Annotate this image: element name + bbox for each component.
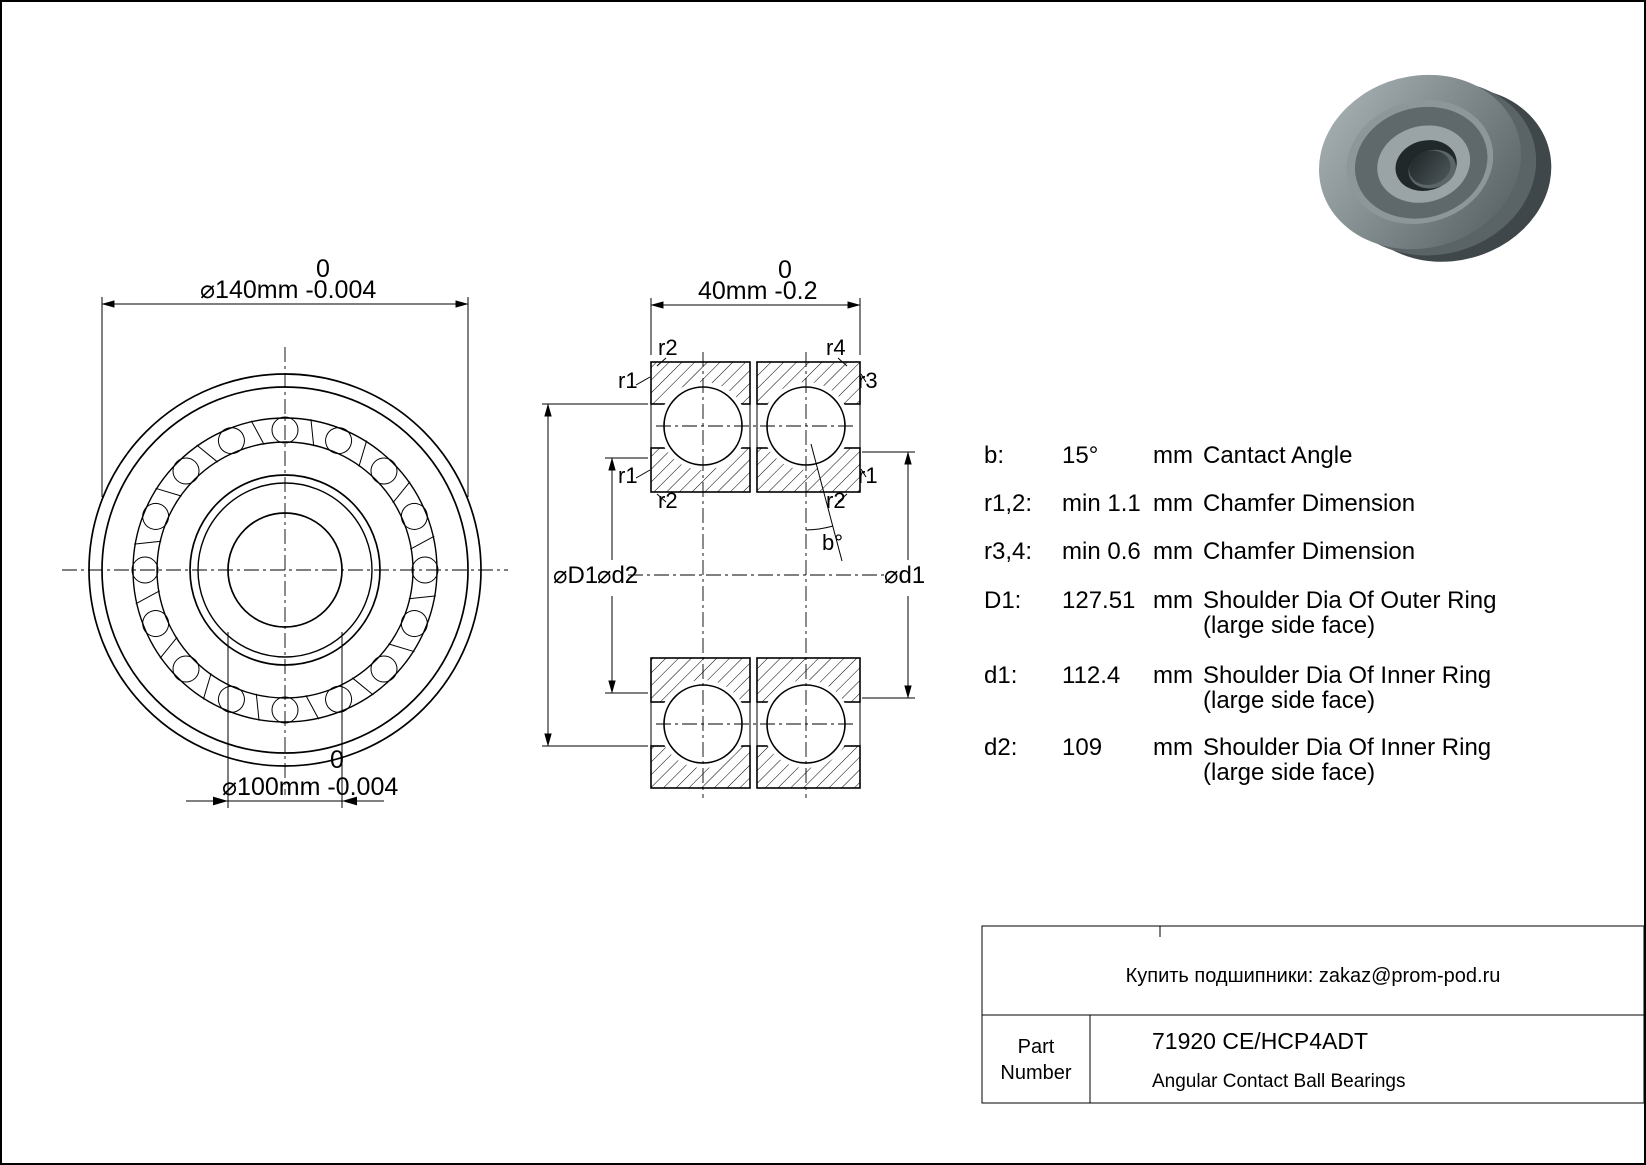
part-label-line1: Part [1018,1036,1055,1058]
spec-param: d2: [984,734,1017,761]
spec-param: b: [984,442,1004,469]
spec-unit: mm [1153,662,1193,689]
spec-desc2: (large side face) [1203,687,1375,714]
contact-angle-label: b° [822,530,843,555]
contact-line: Купить подшипники: zakaz@prom-pod.ru [1126,965,1501,987]
width-dimension-label: 40mm -0.2 [698,277,817,305]
spec-param: r3,4: [984,538,1032,565]
spec-unit: mm [1153,442,1193,469]
shoulder-dia-inner-d1-label: ⌀d1 [884,562,925,589]
front-view: 0 ⌀140mm -0.004 0 ⌀100mm -0.004 [62,255,508,808]
chamfer-r1-upper-left: r1 [618,368,638,393]
spec-value: 112.4 [1062,662,1120,689]
spec-table: b: 15° mm Cantact Angle r1,2: min 1.1 mm… [984,442,1496,786]
title-block: Купить подшипники: zakaz@prom-pod.ru Par… [981,925,1645,1104]
front-view-bore-dimension: 0 ⌀100mm -0.004 [186,632,398,808]
shoulder-dia-outer-dimension: ⌀D1 [542,403,648,747]
section-view: b° r2 r4 r1 r3 r1 r2 r1 r2 0 40 [542,256,925,798]
spec-unit: mm [1153,538,1193,565]
spec-desc: Shoulder Dia Of Inner Ring [1203,662,1491,689]
chamfer-r4-upper-right: r4 [826,335,846,360]
chamfer-r2-mid-left: r2 [658,488,678,513]
spec-param: D1: [984,587,1021,614]
spec-param: d1: [984,662,1017,689]
spec-value: 127.51 [1062,587,1135,614]
part-number: 71920 CE/HCP4ADT [1152,1028,1368,1054]
spec-desc2: (large side face) [1203,759,1375,786]
chamfer-r2-mid-right: r2 [826,488,846,513]
bearing-3d-render [1318,74,1552,262]
spec-desc2: (large side face) [1203,612,1375,639]
chamfer-r3-upper-right: r3 [858,368,878,393]
spec-desc: Shoulder Dia Of Outer Ring [1203,587,1496,614]
section-centerlines [628,352,886,798]
spec-value: min 0.6 [1062,538,1141,565]
spec-desc: Chamfer Dimension [1203,490,1415,517]
spec-value: 109 [1062,734,1102,761]
chamfer-r1-mid-right: r1 [858,463,878,488]
spec-unit: mm [1153,734,1193,761]
spec-value: min 1.1 [1062,490,1141,517]
width-upper-tolerance: 0 [778,256,792,284]
spec-desc: Chamfer Dimension [1203,538,1415,565]
spec-desc: Cantact Angle [1203,442,1352,469]
bearing-type: Angular Contact Ball Bearings [1152,1071,1405,1092]
spec-param: r1,2: [984,490,1032,517]
chamfer-r1-mid-left: r1 [618,463,638,488]
chamfer-r2-upper-left: r2 [658,335,678,360]
shoulder-dia-inner-d2-dimension: ⌀d2 [597,457,648,694]
od-dimension-label: ⌀140mm -0.004 [200,276,376,304]
chamfer-labels: r2 r4 r1 r3 r1 r2 r1 r2 [618,335,878,513]
front-view-od-dimension: 0 ⌀140mm -0.004 [101,255,469,497]
spec-desc: Shoulder Dia Of Inner Ring [1203,734,1491,761]
spec-unit: mm [1153,587,1193,614]
spec-unit: mm [1153,490,1193,517]
shoulder-dia-outer-label: ⌀D1 [553,562,598,589]
bore-dimension-label: ⌀100mm -0.004 [222,773,398,801]
shoulder-dia-inner-d2-label: ⌀d2 [597,562,638,589]
section-width-dimension: 0 40mm -0.2 [650,256,861,355]
section-side-faces [650,404,861,746]
section-balls [659,382,850,768]
spec-value: 15° [1062,442,1098,469]
shoulder-dia-inner-d1-dimension: ⌀d1 [862,451,925,699]
contact-angle-annotation: b° [805,443,843,562]
od-upper-tolerance: 0 [316,255,330,283]
bore-upper-tolerance: 0 [330,746,344,774]
part-label-line2: Number [1000,1062,1071,1084]
